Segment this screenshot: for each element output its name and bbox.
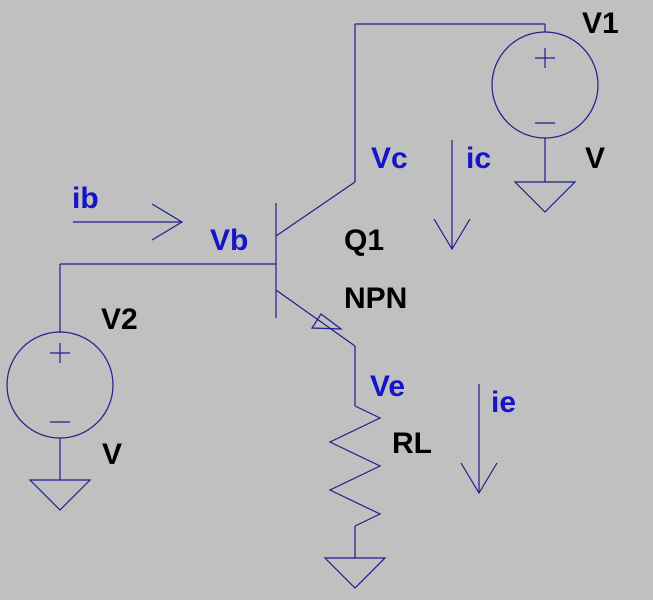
transistor-q1[interactable] [275, 203, 356, 347]
current-arrow-ic [433, 140, 471, 251]
ground-symbol-v1 [513, 181, 577, 213]
voltage-source-v1[interactable] [355, 23, 599, 213]
q1-emitter-arrow [310, 313, 343, 330]
current-arrow-ib [73, 203, 184, 241]
v1-value-label: V [585, 142, 605, 175]
ground-symbol-v2 [28, 479, 92, 511]
net-label-vc: Vc [371, 142, 408, 175]
current-label-ib: ib [72, 182, 99, 215]
voltage-source-v2[interactable] [6, 331, 114, 511]
current-arrow-ie [460, 384, 498, 495]
v1-name-label: V1 [582, 7, 619, 40]
q1-name-label: Q1 [344, 224, 384, 257]
current-label-ie: ie [491, 386, 516, 419]
q1-emitter-lead [275, 289, 356, 347]
ground-symbol-rl [323, 557, 387, 589]
q1-model-label: NPN [344, 282, 407, 315]
rl-zigzag [328, 405, 382, 527]
current-label-ic: ic [466, 142, 491, 175]
v2-name-label: V2 [101, 303, 138, 336]
v1-body [491, 31, 599, 139]
net-label-ve: Ve [370, 370, 405, 403]
net-label-vb: Vb [210, 224, 248, 257]
wire-collector-to-q1 [275, 181, 356, 237]
v2-value-label: V [102, 438, 122, 471]
resistor-rl[interactable] [328, 405, 382, 527]
rl-name-label: RL [392, 427, 432, 460]
